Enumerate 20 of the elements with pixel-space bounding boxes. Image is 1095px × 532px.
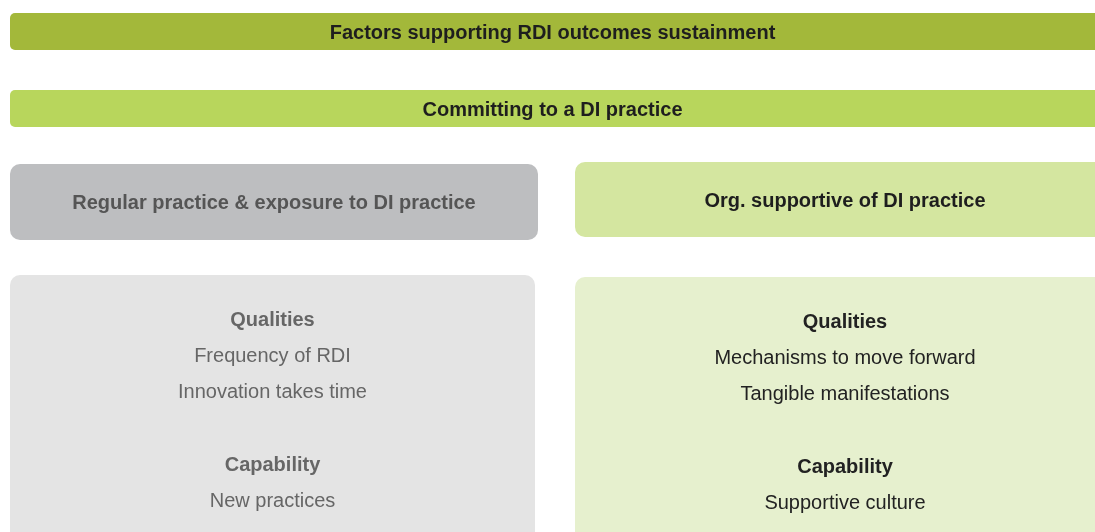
section-heading: Capability	[224, 452, 321, 477]
list-item: Supportive culture	[764, 490, 926, 515]
heading-text: Factors supporting RDI outcomes sustainment	[329, 19, 776, 45]
list-item: New practices	[209, 488, 336, 513]
list-item: Frequency of RDI	[194, 343, 351, 368]
heading-text: Regular practice & exposure to DI practice	[72, 190, 476, 215]
list-item: Innovation takes time	[178, 379, 367, 404]
content-card	[575, 277, 1095, 532]
section-heading: Qualities	[230, 307, 315, 332]
banner-bar	[10, 90, 1095, 127]
list-item: Tangible manifestations	[740, 381, 950, 406]
list-item: Mechanisms to move forward	[714, 345, 976, 370]
header-panel	[10, 164, 538, 240]
section-heading: Qualities	[802, 309, 888, 334]
heading-text: Org. supportive of DI practice	[704, 187, 986, 213]
content-card	[10, 275, 535, 532]
section-heading: Capability	[797, 454, 893, 479]
banner-bar	[10, 13, 1095, 50]
heading-text: Committing to a DI practice	[422, 96, 683, 122]
header-panel	[575, 162, 1095, 237]
